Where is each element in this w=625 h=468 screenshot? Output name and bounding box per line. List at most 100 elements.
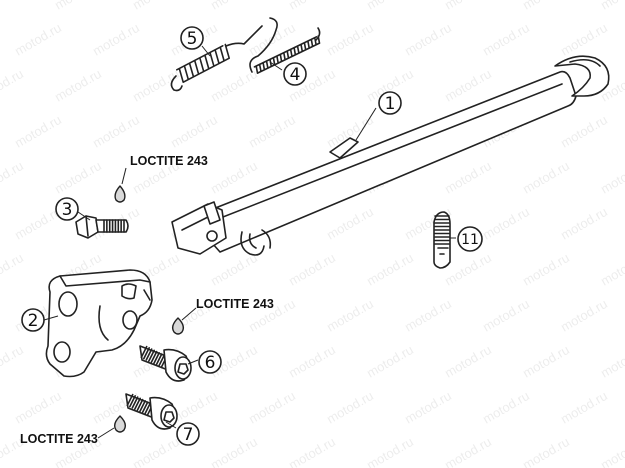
leader-1 [355,107,377,141]
thread-line [144,402,151,415]
part-3-bolt [75,215,129,239]
watermark-text: motod.ru [208,0,260,13]
watermark-text: motod.ru [90,112,142,151]
watermark-text: motod.ru [90,20,142,59]
watermark-text: motod.ru [52,66,104,105]
callout-6-label: 6 [205,353,216,373]
thread-line [148,349,155,362]
loctite-drop-top [114,185,126,203]
watermark-text: motod.ru [246,388,298,427]
watermark-text: motod.ru [0,0,26,13]
watermark-text: motod.ru [208,250,260,289]
thread-line [136,398,144,412]
watermark-text: motod.ru [480,296,532,335]
watermark-text: motod.ru [130,66,182,105]
watermark-text: motod.ru [598,0,625,13]
watermark-text: motod.ru [364,0,416,13]
callout-5: 5 [180,26,204,50]
part-11-threaded-pin [433,211,451,269]
watermark-text: motod.ru [364,434,416,468]
callout-5-label: 5 [187,29,198,49]
watermark-text: motod.ru [12,112,64,151]
thread-line [129,395,136,408]
leader-loctite-bottom [97,427,115,439]
watermark-text: motod.ru [480,20,532,59]
thread-line [140,345,148,359]
callout-6: 6 [198,350,222,374]
leader-3 [77,211,91,221]
watermark-text: motod.ru [598,342,625,381]
watermark-text: motod.ru [52,0,104,13]
watermark-text: motod.ru [208,434,260,468]
watermark-text: motod.ru [0,66,26,105]
part-2-bracket-plate [45,269,153,378]
watermark-text: motod.ru [442,342,494,381]
watermark-text: motod.ru [442,66,494,105]
thread-line [134,397,141,410]
leader-loctite-top [121,167,127,185]
watermark-text: motod.ru [364,250,416,289]
watermark-text: motod.ru [130,0,182,13]
watermark-text: motod.ru [286,434,338,468]
callout-7-label: 7 [183,425,194,445]
watermark-text: motod.ru [520,434,572,468]
watermark-text: motod.ru [246,112,298,151]
watermark-text: motod.ru [286,342,338,381]
leader-7 [165,421,177,429]
loctite-note-mid: LOCTITE 243 [196,297,274,311]
watermark-text: motod.ru [286,250,338,289]
watermark-text: motod.ru [12,20,64,59]
loctite-note-top: LOCTITE 243 [130,154,208,168]
watermark-text: motod.ru [558,204,610,243]
watermark-text: motod.ru [402,388,454,427]
callout-2: 2 [21,308,45,332]
watermark-text: motod.ru [558,296,610,335]
watermark-text: motod.ru [480,204,532,243]
thread-line [143,347,150,360]
leader-4 [269,61,283,71]
part-1-side-stand [171,55,610,256]
callout-11-label: 11 [461,232,479,248]
watermark-text: motod.ru [168,112,220,151]
watermark-text: motod.ru [324,204,376,243]
watermark-text: motod.ru [324,296,376,335]
thread-line [153,352,160,365]
leader-loctite-mid [181,307,197,321]
watermark-text: motod.ru [324,20,376,59]
thread-line [155,353,163,366]
loctite-drop-mid [171,317,185,335]
thread-line [150,350,158,364]
callout-4: 4 [283,62,307,86]
watermark-text: motod.ru [364,342,416,381]
watermark-text: motod.ru [480,388,532,427]
watermark-text: motod.ru [442,0,494,13]
callout-1-label: 1 [385,94,396,114]
watermark-text: motod.ru [520,250,572,289]
thread-line [158,354,165,367]
watermark-text: motod.ru [520,0,572,13]
watermark-text: motod.ru [402,296,454,335]
thread-line [131,396,139,409]
callout-3: 3 [55,197,79,221]
watermark-text: motod.ru [0,158,26,197]
loctite-drop-bottom [113,415,127,433]
watermark-text: motod.ru [558,20,610,59]
callout-4-label: 4 [290,65,301,85]
watermark-text: motod.ru [324,388,376,427]
part-7-socket-bolt [125,393,178,430]
thread-line [126,393,134,407]
watermark-text: motod.ru [208,158,260,197]
callout-2-label: 2 [28,311,39,331]
part-5-spring-short [170,25,263,92]
watermark-text: motod.ru [598,158,625,197]
watermark-text: motod.ru [442,434,494,468]
thread-line [139,400,146,413]
watermark-text: motod.ru [52,158,104,197]
thread-line [141,401,149,414]
watermark-text: motod.ru [0,250,26,289]
leader-6 [187,359,199,365]
watermark-text: motod.ru [130,434,182,468]
loctite-note-bottom: LOCTITE 243 [20,432,98,446]
watermark-text: motod.ru [286,0,338,13]
